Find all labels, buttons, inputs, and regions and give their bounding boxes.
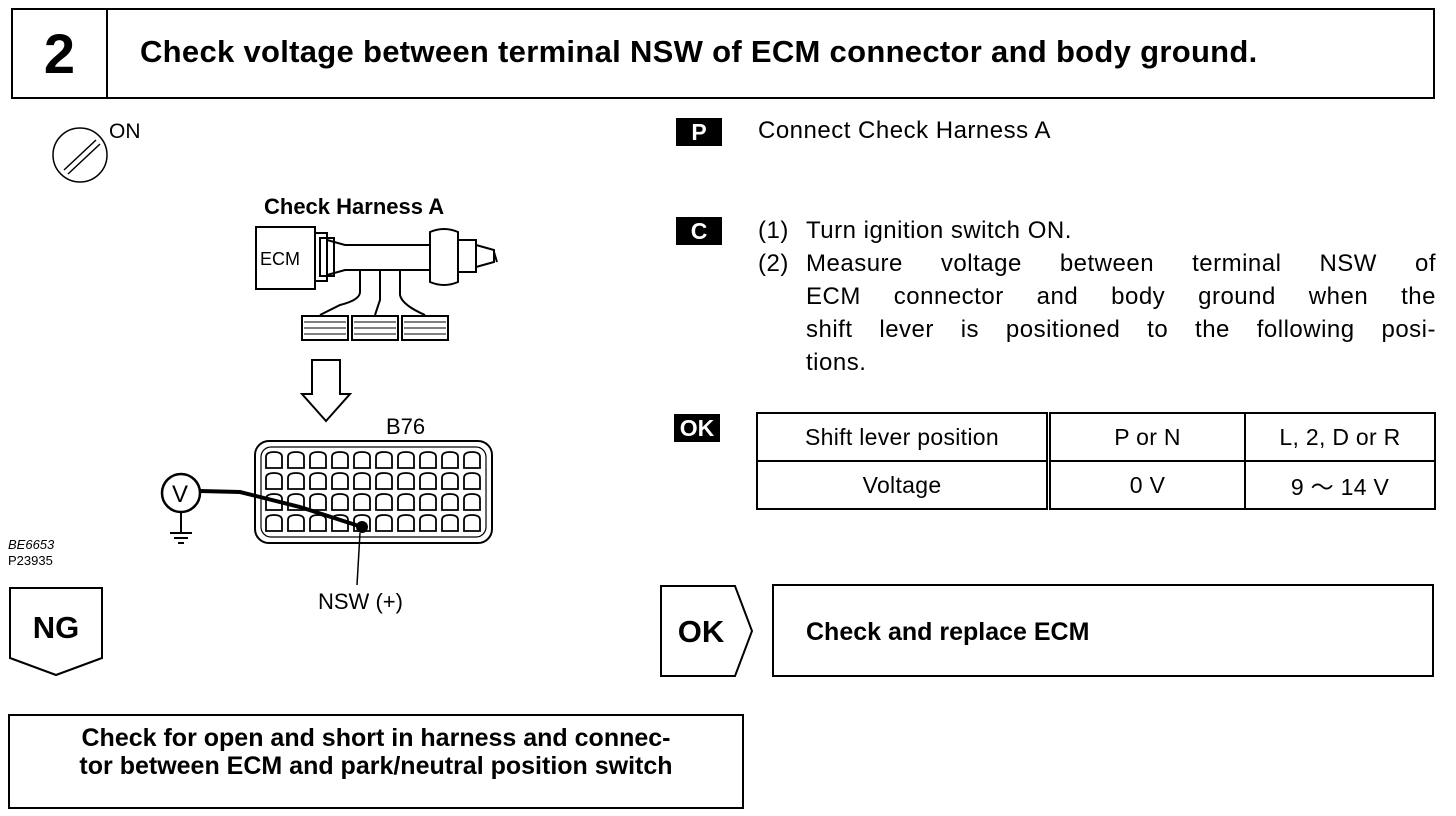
ng-label: NG [33,610,80,645]
diagram: ON Check Harness A ECM B76 [8,120,498,614]
step-number: 2 [13,10,108,97]
figure-code-1: BE6653 [8,537,55,552]
connector-pin [419,451,437,469]
connector-pin [441,451,459,469]
step-1-num: (1) [758,217,789,244]
connector-pin [353,514,371,532]
step-header: 2 Check voltage between terminal NSW of … [11,8,1435,99]
step-2-line: tions. [806,349,867,376]
connector-pin [309,451,327,469]
connector-pin [397,472,415,490]
connector-pin [397,451,415,469]
ng-action-text: Check for open and short in harness and … [10,724,742,780]
ok-label: OK [678,614,725,649]
prep-tag: P [676,118,722,146]
harness-label: Check Harness A [264,194,444,219]
step-2-line: ECM connector and body ground when the [806,283,1436,310]
figure-code-2: P23935 [8,553,53,568]
connector-pin [331,493,349,511]
connector-pin [265,451,283,469]
ng-action-line: tor between ECM and park/neutral positio… [79,752,673,780]
ok-action-text: Check and replace ECM [806,618,1090,646]
connector-pin [287,451,305,469]
connector-pin [287,472,305,490]
nsw-leader-line [356,532,361,586]
connector-pin [419,472,437,490]
table-row: Shift lever position P or N L, 2, D or R [756,412,1436,462]
connector-pin [463,451,481,469]
connector-pin [419,514,437,532]
connector-pin [309,514,327,532]
connector-pin [441,472,459,490]
connector-pin [419,493,437,511]
connector-pin [265,514,283,532]
connector-pin [287,493,305,511]
ok-result-marker: OK [660,585,754,677]
terminal-label: NSW (+) [318,589,403,614]
nsw-terminal-dot [356,521,368,533]
voltmeter-symbol: V [172,481,188,508]
connector-pin [353,493,371,511]
connector-b76-icon [254,440,493,544]
connector-pin [309,493,327,511]
table-cell: 9 ～ 14 V [1244,460,1436,510]
ecm-label: ECM [260,249,300,269]
connector-pin [287,514,305,532]
step-title: Check voltage between terminal NSW of EC… [140,34,1258,69]
connector-pin [353,472,371,490]
probe-lead [199,489,363,529]
ng-result-marker: NG [9,587,103,677]
down-arrow-icon [299,359,353,423]
table-header-cell: P or N [1047,412,1246,462]
connector-pin [397,493,415,511]
connector-pin [441,514,459,532]
ignition-key-icon [52,127,108,183]
connector-pin [441,493,459,511]
ok-tag: OK [674,414,720,442]
connector-label: B76 [386,414,425,439]
connector-pin [375,472,393,490]
step-2-line: Measure voltage between terminal NSW of [806,250,1436,277]
connector-pin [331,451,349,469]
condition-table: Shift lever position P or N L, 2, D or R… [756,412,1436,510]
connector-pin [463,514,481,532]
step-2-num: (2) [758,250,789,277]
connector-pin [463,472,481,490]
ignition-label: ON [109,120,141,143]
table-cell: 0 V [1047,460,1246,510]
connector-pin [265,472,283,490]
ok-action-box: Check and replace ECM [772,584,1434,677]
connector-pin [331,472,349,490]
prep-text: Connect Check Harness A [758,117,1051,144]
step-2-line: shift lever is positioned to the followi… [806,316,1436,343]
connector-pin [397,514,415,532]
check-harness-icon [255,226,498,341]
check-tag: C [676,217,722,245]
connector-pin [375,493,393,511]
connector-pin [375,514,393,532]
connector-pin [375,451,393,469]
connector-pin [463,493,481,511]
ng-action-box: Check for open and short in harness and … [8,714,744,809]
connector-pin [353,451,371,469]
table-cell: Voltage [756,460,1051,510]
table-header-cell: Shift lever position [756,412,1051,462]
table-row: Voltage 0 V 9 ～ 14 V [756,460,1436,510]
connector-pin [309,472,327,490]
ng-action-line: Check for open and short in harness and … [81,724,671,752]
step-1-text: Turn ignition switch ON. [806,217,1072,244]
table-header-cell: L, 2, D or R [1244,412,1436,462]
